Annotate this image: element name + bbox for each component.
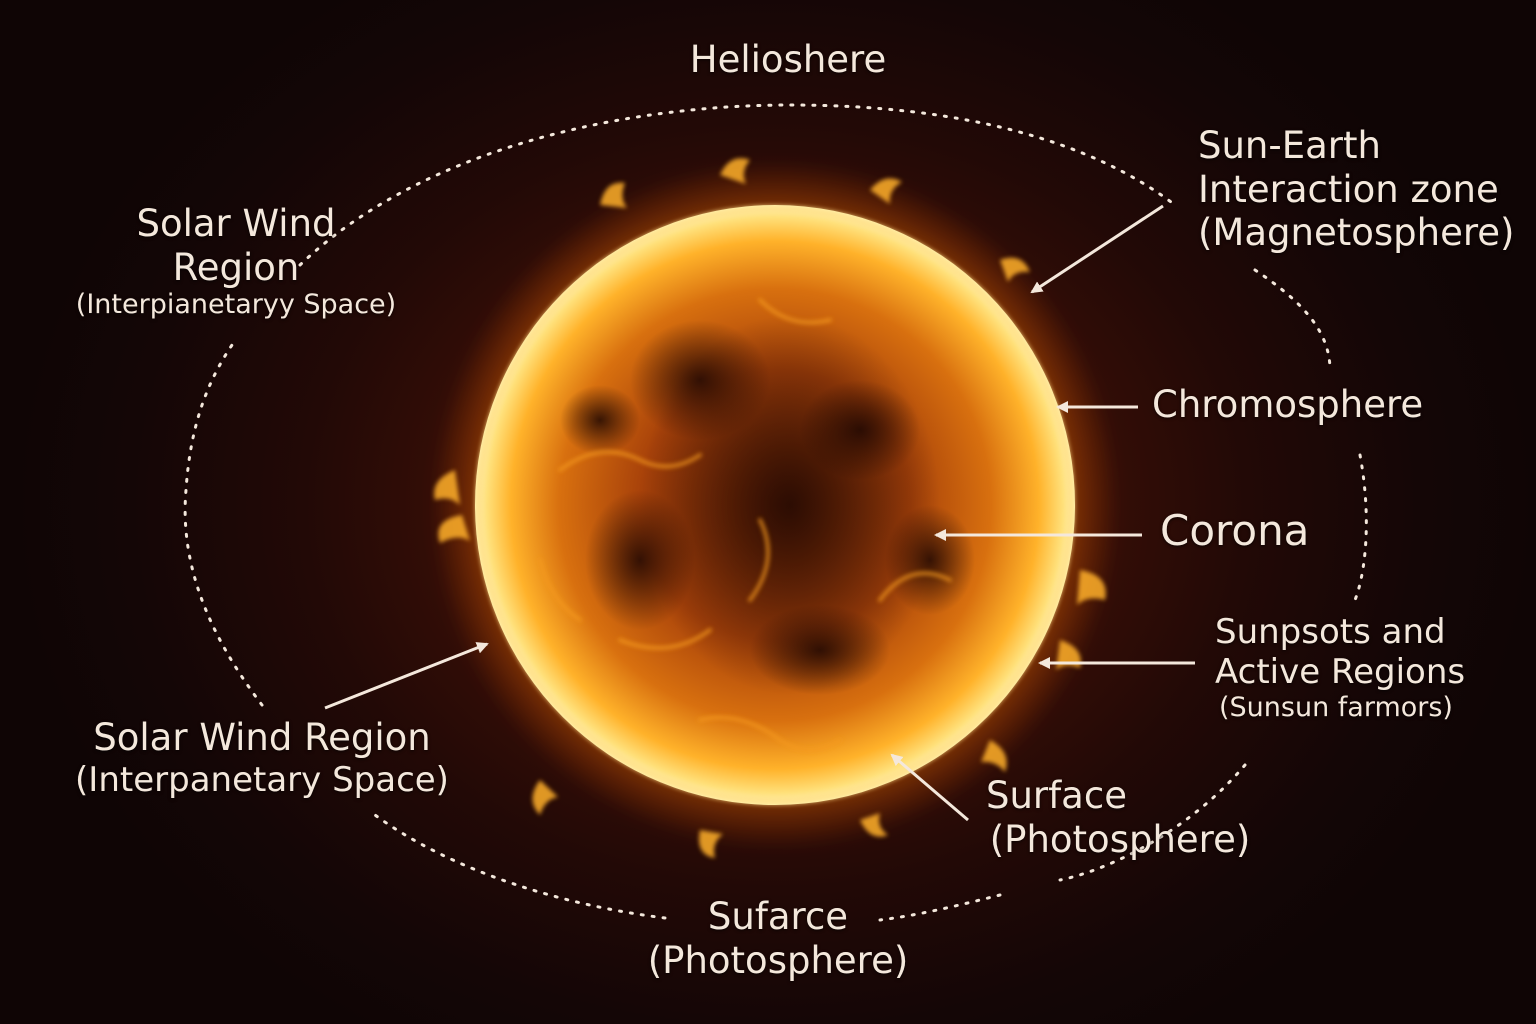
solar-wind-bottom-line2: (Interpanetary Space): [75, 759, 449, 800]
solar-wind-top-line2: Region: [172, 245, 300, 289]
label-chromosphere: Chromosphere: [1152, 383, 1423, 427]
heliosphere-title: Helioshere: [689, 38, 887, 81]
arrow-surface: [890, 753, 969, 822]
label-corona: Corona: [1160, 506, 1309, 556]
solar-wind-top-line3: (Interpianetaryy Space): [75, 289, 397, 321]
sunspots-line1: Sunpsots and: [1215, 612, 1446, 652]
label-sunspots: Sunpsots and Active Regions (Sunsun farm…: [1215, 612, 1465, 724]
sun-limb: [475, 205, 1075, 805]
label-solar-wind-bottom: Solar Wind Region (Interpanetary Space): [58, 716, 466, 800]
label-heliosphere: Helioshere: [640, 38, 936, 82]
heliosphere-boundary: [183, 103, 1368, 922]
arrow-magnetosphere: [1030, 204, 1164, 294]
sun-earth-line1: Sun-Earth: [1198, 124, 1381, 167]
arrow-solar-wind: [324, 642, 489, 710]
solar-wind-bottom-line1: Solar Wind Region: [93, 716, 431, 759]
label-surface-right: Surface (Photosphere): [970, 774, 1270, 861]
chromosphere-title: Chromosphere: [1152, 383, 1424, 426]
pointer-arrows: [324, 204, 1195, 822]
surface-right-line2: (Photosphere): [989, 817, 1251, 861]
sunspots-line3: (Sunsun farmors): [1219, 692, 1453, 724]
label-solar-wind-top: Solar Wind Region (Interpianetaryy Space…: [56, 202, 416, 321]
bright-filaments: [538, 298, 952, 752]
label-sun-earth-interaction: Sun-Earth Interaction zone (Magnetospher…: [1198, 124, 1514, 255]
sunspot-regions: [560, 315, 975, 695]
surface-bottom-line1: Sufarce: [707, 895, 849, 938]
label-surface-bottom: Sufarce (Photosphere): [620, 895, 936, 982]
sun-earth-line2: Interaction zone: [1198, 167, 1499, 211]
corona-title: Corona: [1160, 506, 1310, 555]
solar-wind-top-line1: Solar Wind: [136, 202, 336, 245]
surface-bottom-line2: (Photosphere): [647, 938, 909, 982]
surface-right-line1: Surface: [986, 774, 1127, 817]
sunspots-line2: Active Regions: [1215, 652, 1466, 693]
sun-earth-line3: (Magnetosphere): [1198, 211, 1515, 255]
